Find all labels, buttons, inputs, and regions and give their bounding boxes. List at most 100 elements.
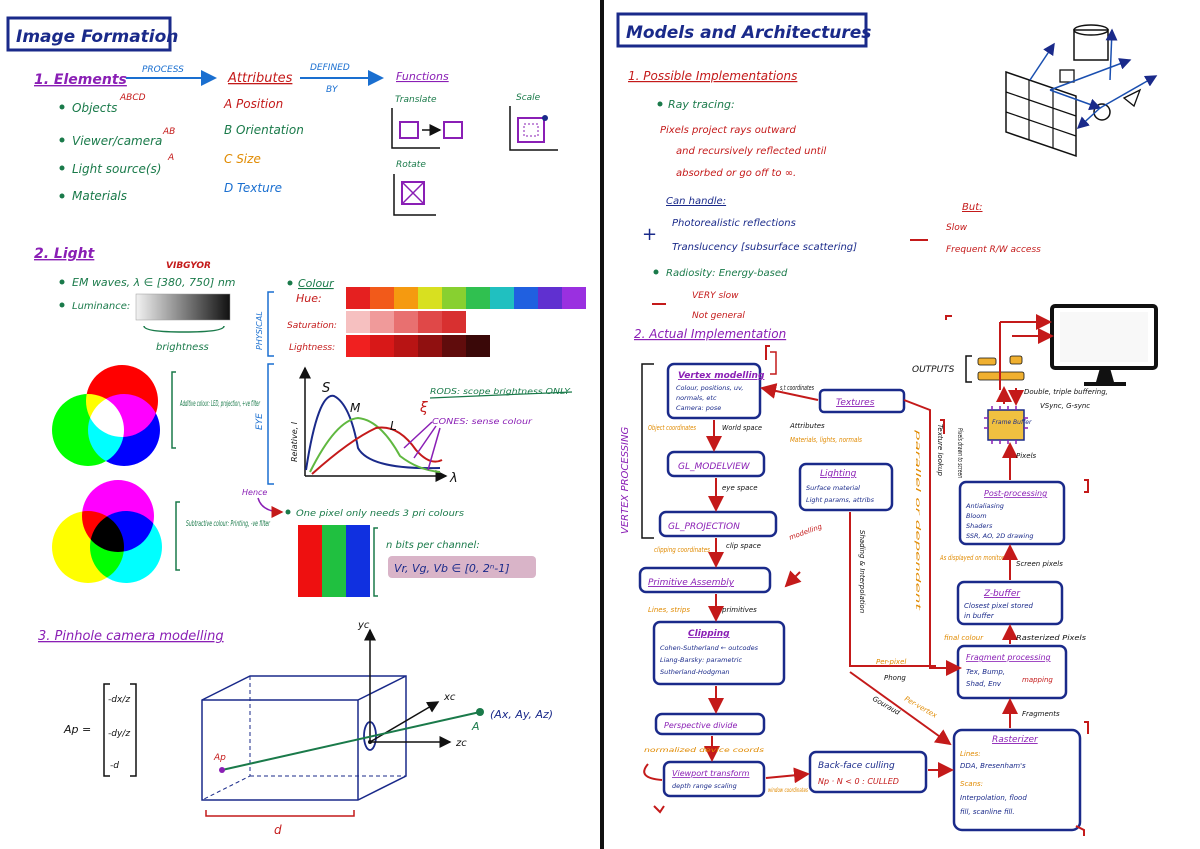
post-1: Antialiasing (965, 502, 1004, 510)
persp-label: Perspective divide (664, 721, 737, 730)
bullet (59, 302, 65, 308)
normalized-coords: normalized device coords (644, 746, 765, 754)
luminance-bar (135, 293, 231, 321)
physical-label: PHYSICAL (255, 311, 264, 350)
plus-sign: + (642, 224, 657, 245)
persp-box (654, 712, 766, 736)
screen-pixels-note: Screen pixels (1016, 560, 1063, 568)
matrix-x: -dx/z (108, 695, 130, 705)
left-page: Image Formation 1. Elements PROCESS Attr… (6, 16, 586, 837)
backface-label: Back-face culling (818, 761, 895, 771)
luminance: Luminance: (72, 301, 130, 312)
rgb-channel-bars (298, 525, 370, 597)
bullet (59, 279, 65, 285)
raster-1: Lines: (960, 750, 981, 758)
post-title: Post-processing (984, 489, 1047, 498)
clip-3: Sutherland-Hodgman (660, 668, 730, 676)
lighting-2: Light params, attribs (806, 496, 875, 504)
element-light: Light source(s) (72, 162, 162, 176)
vibgyor: VIBGYOR (166, 261, 211, 271)
hue-label: Hue: (296, 292, 322, 305)
attributes-title: Attributes (227, 71, 293, 86)
zbuf-1: Closest pixel stored (964, 602, 1034, 610)
saturation-label: Saturation: (287, 321, 337, 331)
primitives: primitives (721, 606, 757, 614)
shading-note: Shading & Interpolation (858, 530, 866, 613)
matrix-z: -d (110, 761, 119, 771)
element-objects: Objects (72, 101, 117, 115)
xlabel: λ (449, 471, 458, 486)
s2-heading: 2. Light (34, 246, 96, 262)
cone-response-chart: S M L Relative, I λ (290, 366, 458, 486)
axis-x: xc (443, 692, 456, 703)
attributes-note: Attributes (789, 422, 825, 430)
viewport-desc: depth range scaling (672, 782, 737, 790)
bullet (653, 269, 659, 275)
brightness-brace (143, 325, 225, 333)
as-displayed-note: As displayed on monitor (939, 554, 1005, 562)
element-light-tag: A (167, 153, 174, 163)
radiosity: Radiosity: Energy-based (666, 268, 788, 279)
window-coords: window coordinates (768, 786, 808, 794)
raster-5: fill, scanline fill. (960, 808, 1015, 816)
pixels-drawn-note: Pixels drawn to screen (956, 428, 964, 478)
modelview-label: GL_MODELVIEW (678, 462, 751, 472)
vm-desc-3: Camera: pose (676, 404, 721, 412)
pixels-note: Pixels (1016, 452, 1037, 460)
raster-2: DDA, Bresenham's (960, 762, 1026, 770)
channel-brace (373, 527, 378, 597)
very-slow: VERY slow (692, 291, 739, 301)
translate-diagram (391, 108, 463, 149)
fn-rotate: Rotate (396, 160, 426, 170)
not-general: Not general (692, 311, 745, 321)
attr-orientation: B Orientation (224, 123, 304, 137)
element-materials: Materials (72, 189, 127, 203)
raster-3: Scans: (960, 780, 983, 788)
outputs-brace (965, 355, 972, 383)
matrix-y: -dy/z (108, 729, 130, 739)
eye-bracket (267, 363, 274, 485)
element-viewer-tag: AB (162, 127, 175, 137)
additive-colour-diagram (52, 365, 160, 466)
bullet (59, 104, 65, 110)
ray-desc-1: Pixels project rays outward (660, 125, 796, 136)
lighting-box (798, 462, 894, 512)
point-a: A (471, 720, 480, 733)
depth-label: d (274, 823, 282, 837)
s3-heading: 3. Pinhole camera modelling (38, 629, 224, 644)
process-label: PROCESS (142, 65, 184, 75)
functions-title: Functions (396, 70, 449, 83)
projection-box (658, 510, 778, 538)
additive-brace (171, 371, 176, 449)
rasterized-note: Rasterized Pixels (1016, 634, 1086, 642)
clipping-box (652, 620, 786, 686)
uv-coords: s,t coordinates (780, 384, 814, 392)
bullet (657, 101, 663, 107)
right-page: Models and Architectures 1. Possible Imp… (616, 12, 1158, 836)
vertex-processing-label: VERTEX PROCESSING (620, 427, 631, 534)
lightness-label: Lightness: (289, 343, 335, 353)
hue-swatches (346, 287, 586, 309)
vm-desc-1: Colour, positions, uv, (676, 384, 743, 392)
axis-y: yc (357, 620, 370, 631)
formula-box (388, 556, 536, 578)
clipping-title: Clipping (688, 629, 730, 639)
eye-label: EYE (255, 413, 265, 430)
fb-label: Frame Buffer (992, 419, 1032, 426)
ray-tracing-sketch (1005, 24, 1158, 158)
post-2: Bloom (966, 512, 987, 520)
matrix-left-bracket (103, 683, 110, 777)
modelview-box (666, 450, 766, 478)
world-space: World space (722, 424, 762, 432)
raster-title: Rasterizer (992, 735, 1039, 745)
subtractive-text: Subtractive colour: Printing, -ve filter (186, 519, 270, 528)
hence-label: Hence (242, 488, 267, 497)
formula-text: Vr, Vg, Vb ∈ [0, 2ⁿ-1] (394, 562, 510, 575)
lightness-swatches (346, 335, 490, 357)
phong-note: Phong (884, 674, 906, 682)
m-label: M (350, 401, 361, 415)
vm-desc-2: normals, etc (676, 394, 717, 402)
monitor-icon (1050, 304, 1158, 386)
s-label: S (322, 381, 330, 396)
texture-lookup-note: Texture lookup (936, 424, 944, 476)
